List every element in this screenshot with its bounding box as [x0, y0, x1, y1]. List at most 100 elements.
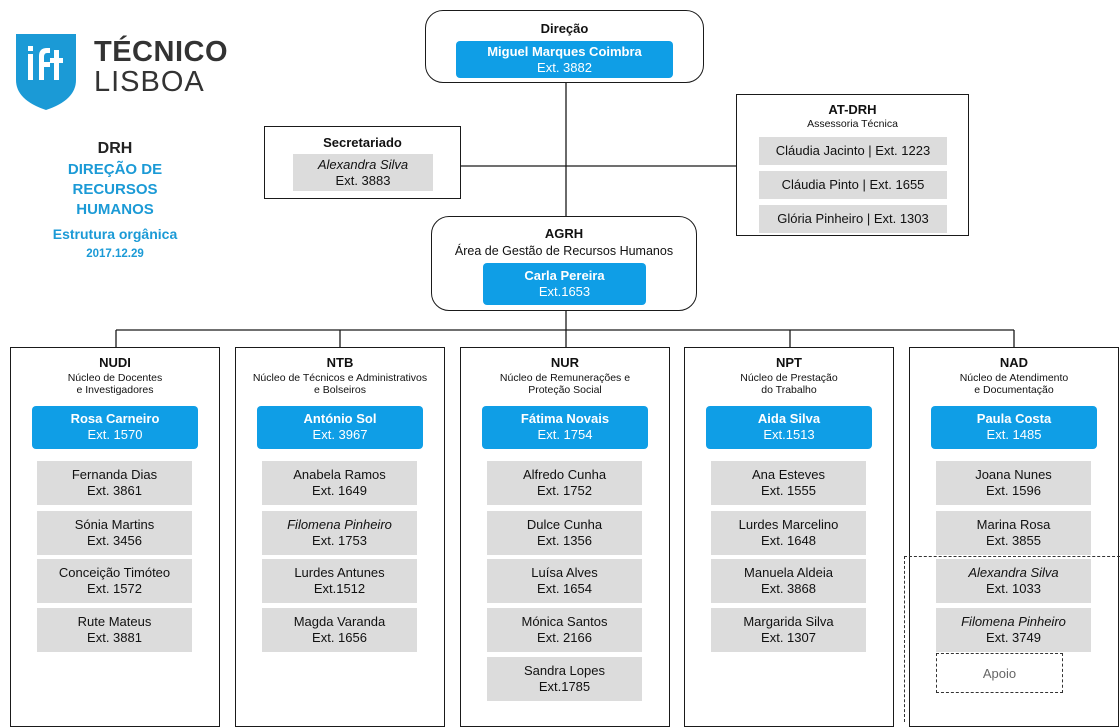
unit-subtitle: e Bolseiros — [314, 384, 366, 396]
brand-name-line1: TÉCNICO — [94, 36, 228, 68]
unit-member-name: Conceição Timóteo — [58, 565, 171, 580]
unit-member-ext: Ext. 1596 — [986, 483, 1041, 498]
unit-title: NPT — [776, 355, 802, 370]
agrh-subtitle: Área de Gestão de Recursos Humanos — [454, 244, 674, 258]
unit-member-name: Anabela Ramos — [293, 467, 386, 482]
unit-member-ext: Ext. 1654 — [537, 581, 592, 596]
unit-subtitle: Núcleo de Técnicos e Administrativos — [252, 372, 428, 384]
unit-member-ext: Ext. 3456 — [87, 533, 142, 548]
unit-subtitle: Núcleo de Atendimento — [959, 372, 1069, 384]
direcao-box: Direção Miguel Marques Coimbra Ext. 3882 — [425, 10, 704, 83]
unit-subtitle: e Investigadores — [76, 384, 154, 396]
secretariado-member-name: Alexandra Silva — [317, 156, 409, 172]
unit-member-ext: Ext. 3868 — [761, 581, 816, 596]
unit-member-name: Alfredo Cunha — [522, 467, 607, 482]
secretariado-title: Secretariado — [323, 135, 402, 150]
unit-head-name: Paula Costa — [976, 411, 1052, 426]
unit-member-ext: Ext.1785 — [538, 679, 591, 694]
unit-member-name: Filomena Pinheiro — [961, 614, 1066, 629]
title-date: 2017.12.29 — [86, 248, 144, 260]
unit-head-name: Aida Silva — [757, 411, 821, 426]
atdrh-member-card: Cláudia Pinto | Ext. 1655 — [759, 171, 947, 199]
brand-name-line2: LISBOA — [94, 66, 205, 98]
unit-member-ext: Ext. 3861 — [87, 483, 142, 498]
unit-head-ext: Ext. 1485 — [986, 427, 1042, 442]
atdrh-member-label: Glória Pinheiro | Ext. 1303 — [777, 211, 929, 226]
unit-member-name: Luísa Alves — [531, 565, 598, 580]
atdrh-member-label: Cláudia Pinto | Ext. 1655 — [781, 177, 925, 192]
direcao-head-name: Miguel Marques Coimbra — [487, 44, 642, 59]
atdrh-box: AT-DRH Assessoria Técnica Cláudia Jacint… — [736, 94, 969, 236]
unit-member-name: Manuela Aldeia — [744, 565, 833, 580]
atdrh-subtitle: Assessoria Técnica — [807, 118, 898, 130]
agrh-head-ext: Ext.1653 — [538, 284, 591, 299]
title-name: DIREÇÃO DE RECURSOS HUMANOS — [67, 161, 163, 218]
unit-member-ext: Ext. 3881 — [87, 630, 142, 645]
unit-member-ext: Ext. 1753 — [312, 533, 367, 548]
unit-member-name: Sónia Martins — [74, 517, 155, 532]
unit-subtitle: Núcleo de Prestação — [740, 372, 838, 384]
unit-member-name: Ana Esteves — [752, 467, 825, 482]
unit-member-ext: Ext. 1555 — [761, 483, 816, 498]
unit-member-ext: Ext. 3855 — [986, 533, 1041, 548]
agrh-box: AGRH Área de Gestão de Recursos Humanos … — [431, 216, 697, 311]
unit-member-name: Fernanda Dias — [71, 467, 158, 482]
shield-logo-icon — [16, 34, 76, 110]
secretariado-member-card: Alexandra Silva Ext. 3883 — [293, 154, 433, 191]
unit-member-ext: Ext.1512 — [313, 581, 366, 596]
logo: TÉCNICO LISBOA — [14, 32, 228, 112]
unit-subtitle: do Trabalho — [761, 384, 817, 396]
unit-head-name: António Sol — [303, 411, 377, 426]
unit-member-ext: Ext. 1572 — [87, 581, 142, 596]
nad-support-zone — [904, 556, 1120, 722]
direcao-head-card: Miguel Marques Coimbra Ext. 3882 — [456, 41, 673, 78]
unit-title: NAD — [999, 355, 1029, 370]
unit-head-ext: Ext.1513 — [763, 427, 815, 442]
nad-support-box: Apoio — [936, 653, 1063, 693]
nad-support-label: Apoio — [982, 665, 1017, 681]
unit-subtitle: Núcleo de Remunerações e — [499, 372, 631, 384]
unit-subtitle: e Documentação — [974, 384, 1054, 396]
direcao-title: Direção — [540, 21, 589, 36]
unit-subtitle: Núcleo de Docentes — [67, 372, 163, 384]
unit-member-name: Filomena Pinheiro — [287, 517, 392, 532]
unit-member-name: Joana Nunes — [975, 467, 1052, 482]
unit-title: NUDI — [99, 355, 131, 370]
unit-member-name: Dulce Cunha — [526, 517, 603, 532]
unit-title: NUR — [550, 355, 580, 370]
title-block: DRH DIREÇÃO DE RECURSOS HUMANOS Estrutur… — [0, 140, 230, 260]
unit-member-ext: Ext. 1033 — [986, 581, 1041, 596]
unit-head-ext: Ext. 1754 — [537, 427, 593, 442]
unit-head-name: Fátima Novais — [520, 411, 610, 426]
unit-member-name: Lurdes Antunes — [294, 565, 385, 580]
unit-member-ext: Ext. 1649 — [312, 483, 367, 498]
agrh-title: AGRH — [544, 226, 584, 241]
atdrh-title: AT-DRH — [828, 102, 877, 117]
atdrh-member-card: Glória Pinheiro | Ext. 1303 — [759, 205, 947, 233]
